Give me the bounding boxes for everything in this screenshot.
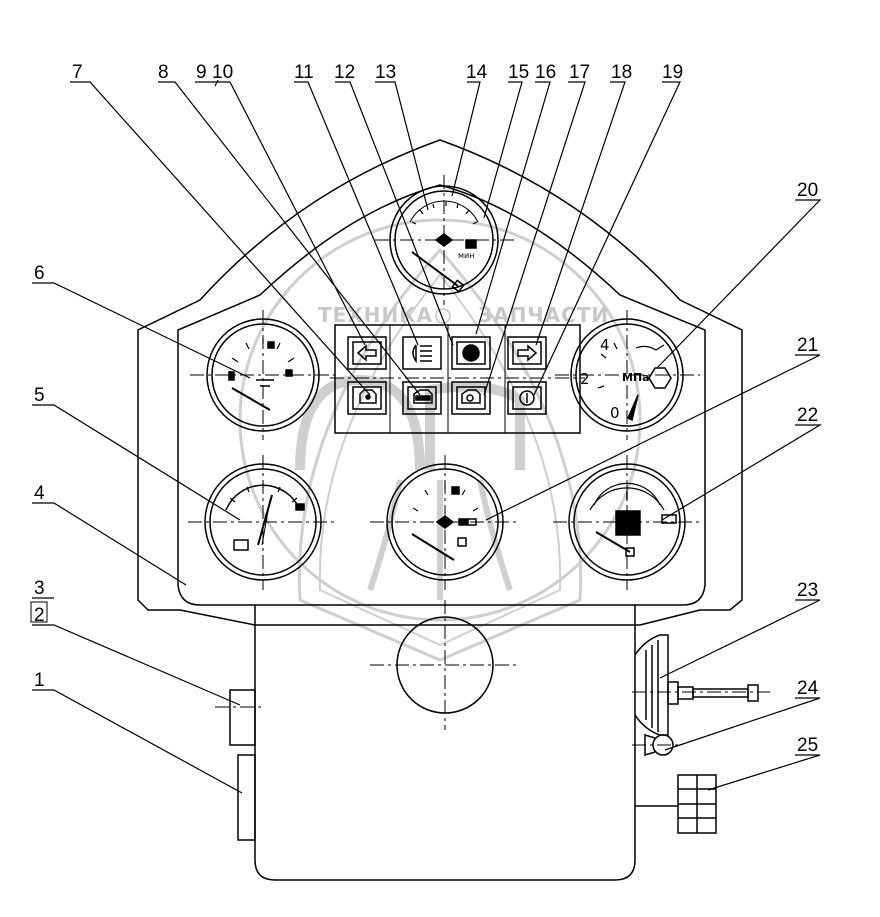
callout-labels: 1 2 3 4 5 6 7 8 9 10 11 12 13 14 15 16 1… xyxy=(30,62,819,756)
tractor-indicator xyxy=(402,381,442,415)
callout-5: 5 xyxy=(34,385,45,406)
high-beam-indicator xyxy=(402,336,442,370)
turn-right-indicator xyxy=(507,336,547,370)
callout-7: 7 xyxy=(72,62,83,83)
callout-15: 15 xyxy=(508,62,529,83)
callout-12: 12 xyxy=(334,62,355,83)
callout-3: 3 xyxy=(34,578,45,599)
lower-details xyxy=(215,600,770,841)
trailer-indicator xyxy=(347,381,387,415)
callout-24: 24 xyxy=(797,678,819,699)
callout-9: 9 xyxy=(196,62,207,83)
oil-scale-bottom: 0 xyxy=(610,404,620,422)
callout-11: 11 xyxy=(294,62,314,83)
callout-16: 16 xyxy=(535,62,556,83)
callout-22: 22 xyxy=(797,405,818,426)
callout-19: 19 xyxy=(662,62,683,83)
callout-25: 25 xyxy=(797,735,818,756)
brake-indicator xyxy=(507,381,547,415)
lever-23 xyxy=(632,634,770,736)
callout-10: 10 xyxy=(212,62,233,83)
oil-pressure-gauge: 4 2 0 МПа xyxy=(555,310,700,440)
fuse-block-25 xyxy=(635,774,717,834)
callout-4: 4 xyxy=(34,483,45,504)
tachometer-gauge: мин xyxy=(375,175,515,305)
voltmeter-gauge xyxy=(188,455,335,590)
switch-block-1 xyxy=(237,754,256,841)
watermark: ТЕХНИКА ЗАПЧАСТИ xyxy=(238,218,642,662)
callout-leader-lines xyxy=(32,79,823,794)
callout-20: 20 xyxy=(797,180,818,201)
callout-1: 1 xyxy=(34,670,45,691)
warning-lamp-block xyxy=(330,324,585,434)
fuel-level-gauge xyxy=(553,455,700,590)
watermark-left-text: ТЕХНИКА xyxy=(318,303,433,327)
oil-scale-top: 4 xyxy=(600,336,610,354)
oil-scale-left: 2 xyxy=(580,370,590,388)
speed-gauge xyxy=(370,455,520,590)
filter-indicator xyxy=(451,336,491,370)
housing-inner-outline xyxy=(177,184,706,606)
callout-6: 6 xyxy=(34,263,45,284)
callout-13: 13 xyxy=(375,62,396,83)
svg-text:мин: мин xyxy=(458,251,474,260)
ignition-switch-24 xyxy=(632,733,680,757)
callout-8: 8 xyxy=(158,62,169,83)
oil-unit-label: МПа xyxy=(622,371,650,384)
lamp-block-frame xyxy=(334,324,581,434)
callout-14: 14 xyxy=(466,62,488,83)
lower-body-outline xyxy=(254,605,636,881)
callout-23: 23 xyxy=(797,580,818,601)
switch-block-2 xyxy=(229,689,256,746)
coolant-temp-gauge xyxy=(190,310,335,440)
callout-21: 21 xyxy=(797,335,818,356)
turn-left-indicator xyxy=(347,336,387,370)
callout-17: 17 xyxy=(569,62,590,83)
pto-indicator xyxy=(451,381,491,415)
callout-18: 18 xyxy=(611,62,632,83)
callout-2: 2 xyxy=(34,605,45,626)
